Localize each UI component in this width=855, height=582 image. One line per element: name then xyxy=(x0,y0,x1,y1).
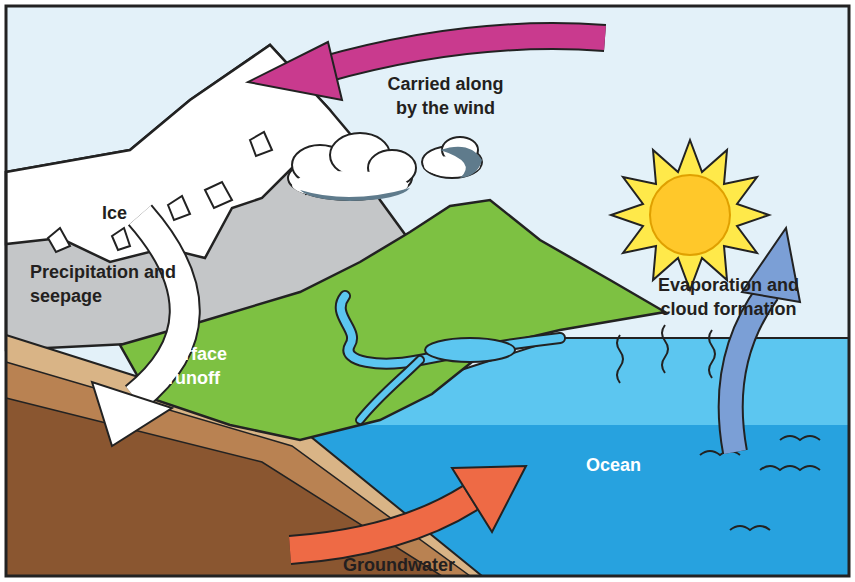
sun-disc xyxy=(650,175,730,255)
heat-squiggle xyxy=(662,325,668,373)
river-outline xyxy=(341,296,560,364)
groundwater-arrow-head xyxy=(452,466,526,532)
ice-label: Ice xyxy=(102,201,162,225)
cloud-small xyxy=(422,137,482,178)
ice-chunk xyxy=(205,182,232,208)
cloud-shadow xyxy=(440,147,482,178)
cloud-large xyxy=(288,133,416,201)
sky xyxy=(6,6,849,576)
wind-label: Carried along by the wind xyxy=(378,72,513,120)
wind-arrow xyxy=(322,36,605,70)
groundwater-arrow-outline xyxy=(290,498,470,550)
ice-chunk xyxy=(48,228,70,252)
river-branch-outline xyxy=(360,360,420,420)
wave xyxy=(780,436,820,440)
heat-squiggle xyxy=(709,330,715,378)
groundwater-label: Groundwater xyxy=(343,553,473,577)
river-branch xyxy=(360,360,420,420)
precipitation-arrow-head xyxy=(92,382,172,446)
cloud-part xyxy=(422,146,482,178)
frame xyxy=(6,6,849,576)
wind-arrow-head xyxy=(248,42,342,100)
ice-chunk xyxy=(112,228,130,250)
wave xyxy=(760,466,820,470)
ocean-label: Ocean xyxy=(586,453,666,477)
sun-rays xyxy=(611,140,769,290)
wind-arrow-outline xyxy=(322,36,605,70)
precipitation-label: Precipitation and seepage xyxy=(30,260,230,308)
evaporation-label: Evaporation and cloud formation xyxy=(636,273,821,321)
wave xyxy=(730,526,770,530)
ice-chunk xyxy=(250,132,272,156)
groundwater-arrow xyxy=(290,498,470,550)
green-land xyxy=(120,200,665,440)
heat-squiggle xyxy=(617,335,623,383)
lake xyxy=(425,338,515,362)
cloud-shadow xyxy=(300,188,410,201)
ice-chunk xyxy=(168,196,190,220)
river xyxy=(341,296,560,364)
runoff-label: Surface runoff xyxy=(148,342,240,390)
